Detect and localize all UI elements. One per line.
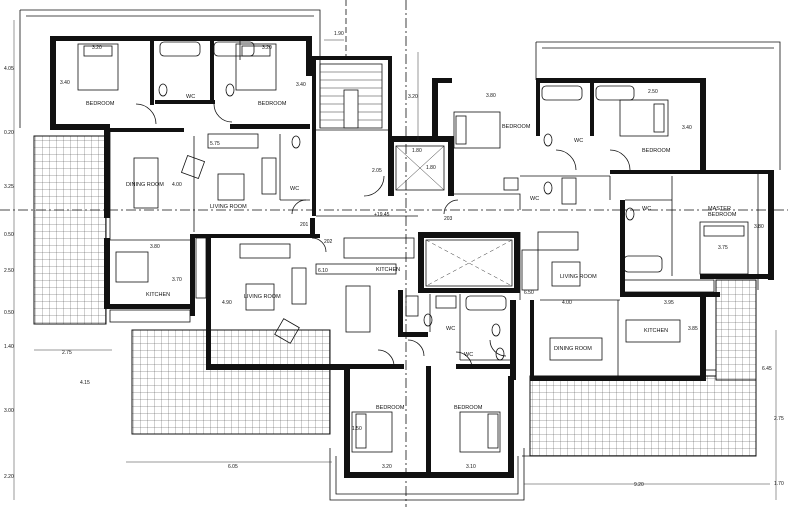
dim-320-d: 3.20 <box>382 464 392 470</box>
beds <box>77 43 749 453</box>
label-bedroom-nw-left: BEDROOM <box>86 101 115 107</box>
dim-400-a: 4.00 <box>172 182 182 188</box>
dim-340-a: 3.40 <box>60 80 70 86</box>
dim-140: 1.40 <box>4 344 14 350</box>
dim-180-a: 1.80 <box>412 148 422 154</box>
walls <box>50 36 774 478</box>
label-kitchen-c: KITCHEN <box>376 267 400 273</box>
dim-050-b: 0.50 <box>4 310 14 316</box>
dim-605: 6.05 <box>228 464 238 470</box>
dim-202: 202 <box>324 239 333 245</box>
dim-020: 0.20 <box>4 130 14 136</box>
dim-300: 3.00 <box>4 408 14 414</box>
label-living-w: LIVING ROOM <box>210 204 247 210</box>
dim-205: 2.05 <box>372 168 382 174</box>
dimension-lines <box>13 20 777 500</box>
label-bedroom-ne-right: BEDROOM <box>642 148 671 154</box>
label-wc-e2: WC <box>642 206 651 212</box>
dim-380-a: 3.80 <box>150 244 160 250</box>
dim-320-c: 3.20 <box>408 94 418 100</box>
staircase <box>319 63 383 129</box>
dim-275-a: 2.75 <box>62 350 72 356</box>
label-bedroom-nw-right: BEDROOM <box>258 101 287 107</box>
dim-380-b: 3.80 <box>486 93 496 99</box>
dim-275-b: 2.75 <box>774 416 784 422</box>
dim-645: 6.45 <box>762 366 772 372</box>
dim-220: 2.20 <box>4 474 14 480</box>
dim-320-a: 3.20 <box>92 45 102 51</box>
dim-320-b: 3.20 <box>262 45 272 51</box>
label-bedroom-s-right: BEDROOM <box>454 405 483 411</box>
label-living-c: LIVING ROOM <box>244 294 281 300</box>
dim-340-c: 3.40 <box>682 125 692 131</box>
dim-level: +19.45 <box>374 212 390 218</box>
dim-310: 3.10 <box>466 464 476 470</box>
dim-385: 3.85 <box>688 326 698 332</box>
room-labels: BEDROOM BEDROOM WC BEDROOM BEDROOM WC DI… <box>86 94 737 411</box>
label-kitchen-e: KITCHEN <box>644 328 668 334</box>
dim-250-b: 2.50 <box>648 89 658 95</box>
dim-250: 2.50 <box>4 268 14 274</box>
label-bedroom-ne-left: BEDROOM <box>502 124 531 130</box>
dim-190: 1.90 <box>334 31 344 37</box>
label-dining-w: DINING ROOM <box>126 182 164 188</box>
dim-050: 0.50 <box>4 232 14 238</box>
door-swings <box>135 103 631 369</box>
dim-340-b: 3.40 <box>296 82 306 88</box>
dim-201: 201 <box>300 222 309 228</box>
bath-fixtures <box>158 41 663 361</box>
dim-395: 3.95 <box>664 300 674 306</box>
elevator-shaft <box>395 145 445 191</box>
dim-180-b: 1.80 <box>426 165 436 171</box>
label-wc-ne: WC <box>574 138 583 144</box>
dim-490: 4.90 <box>222 300 232 306</box>
label-living-e: LIVING ROOM <box>560 274 597 280</box>
dim-610: 6.10 <box>318 268 328 274</box>
dim-150: 1.50 <box>352 426 362 432</box>
dim-650: 6.50 <box>524 290 534 296</box>
dim-380-c: 3.80 <box>754 224 764 230</box>
terrace-southeast <box>529 279 757 457</box>
label-bedroom-s-left: BEDROOM <box>376 405 405 411</box>
dim-920: 9.20 <box>634 482 644 488</box>
label-wc-c2: WC <box>464 352 473 358</box>
terrace-west <box>33 135 107 325</box>
dim-405: 4.05 <box>4 66 14 72</box>
label-wc-w: WC <box>290 186 299 192</box>
dim-370: 3.70 <box>172 277 182 283</box>
terrace-southwest <box>131 329 331 435</box>
dim-400-b: 4.00 <box>562 300 572 306</box>
label-wc-c1: WC <box>446 326 455 332</box>
dim-575: 5.75 <box>210 141 220 147</box>
dim-375: 3.75 <box>718 245 728 251</box>
dim-415: 4.15 <box>80 380 90 386</box>
label-dining-e: DINING ROOM <box>554 346 592 352</box>
kitchen-counters <box>109 237 717 371</box>
dimension-labels: 3.20 3.20 1.90 3.40 3.40 4.05 0.20 3.25 … <box>4 31 784 488</box>
dim-203: 203 <box>444 216 453 222</box>
dim-170: 1.70 <box>774 481 784 487</box>
dim-325: 3.25 <box>4 184 14 190</box>
label-wc-e1: WC <box>530 196 539 202</box>
label-wc-nw: WC <box>186 94 195 100</box>
label-kitchen-w: KITCHEN <box>146 292 170 298</box>
lightwell <box>425 239 513 287</box>
living-dining-furniture <box>115 133 681 361</box>
